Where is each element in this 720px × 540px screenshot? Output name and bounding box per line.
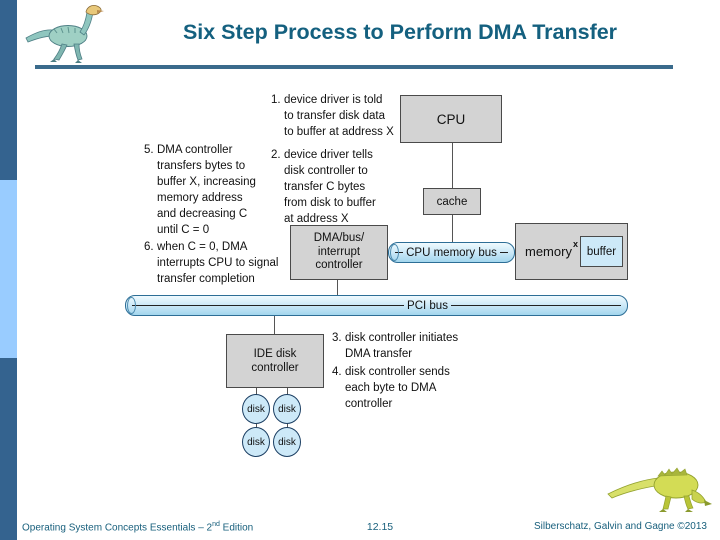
dinosaur-logo-icon [25,4,104,63]
title-underline [35,65,673,69]
line-pci-bus-to-ide [274,316,276,334]
disk-2: disk [273,394,301,424]
memory-label: memory [525,244,572,259]
buffer-box: buffer [579,236,623,267]
line-disk2-to-disk4 [287,422,289,428]
step-6-number: 6. [144,241,154,253]
cylinder-cap [127,297,136,314]
cpu-memory-bus-label: CPU memory bus [406,246,497,259]
disk-1: disk [242,394,270,424]
sidebar-band-top [0,0,17,180]
line-cpu-to-cache [452,143,454,188]
step-4-number: 4. [332,366,342,378]
footer-book-title: Operating System Concepts Essentials – 2… [22,521,254,534]
line-disk1-to-disk3 [256,422,258,428]
cylinder-cap [390,244,399,261]
slide-title: Six Step Process to Perform DMA Transfer [182,20,618,44]
sidebar-band-middle [0,180,17,358]
step-3-number: 3. [332,332,342,344]
footer-authors: Silberschatz, Galvin and Gagne ©2013 [533,521,707,532]
step-2-number: 2. [271,149,281,161]
step-1-number: 1. [271,94,281,106]
footer-page-number: 12.15 [366,521,394,533]
line-ide-to-disk1 [256,388,258,395]
pci-bus: PCI bus [125,295,628,316]
cpu-box: CPU [400,95,502,143]
line-cache-to-memory-bus [452,215,454,242]
pci-bus-label: PCI bus [407,299,448,312]
footer-edition-superscript: nd [212,521,220,528]
line-ide-to-disk2 [287,388,289,395]
dinosaur-art-icon [607,467,712,512]
cpu-memory-bus: CPU memory bus [388,242,515,263]
step-5-number: 5. [144,144,154,156]
line-dma-to-pci-bus [337,280,339,295]
cache-box: cache [423,188,481,215]
disk-4: disk [273,427,301,457]
sidebar-band-bottom [0,358,17,540]
disk-3: disk [242,427,270,457]
memory-x-superscript: x [572,238,578,249]
